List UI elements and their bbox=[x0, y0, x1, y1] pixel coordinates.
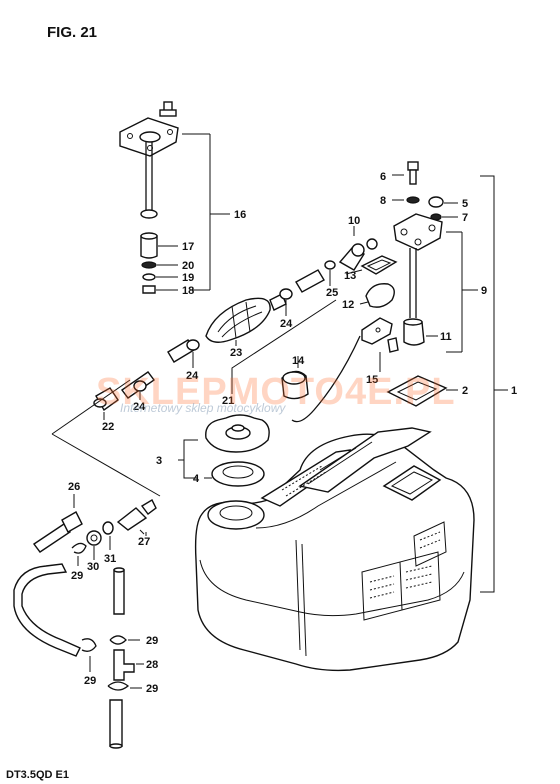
fuel-level-unit bbox=[392, 161, 478, 353]
clip-29-mid bbox=[109, 635, 127, 645]
callout-15: 15 bbox=[366, 374, 378, 386]
strap-wire bbox=[291, 335, 361, 423]
callout-8: 8 bbox=[380, 195, 386, 207]
callout-13: 13 bbox=[344, 270, 356, 282]
o-ring-20 bbox=[141, 261, 157, 269]
hose-clip-24-upper bbox=[279, 288, 293, 300]
hose-fitting-27 bbox=[116, 507, 148, 531]
callout-17: 17 bbox=[182, 241, 194, 253]
bracket-1 bbox=[480, 175, 495, 593]
clip-29-upper bbox=[71, 542, 87, 554]
fuel-joint-cap-12 bbox=[365, 283, 395, 308]
fuel-tank bbox=[194, 427, 475, 672]
callout-20: 20 bbox=[182, 260, 194, 272]
nut-30 bbox=[86, 530, 102, 546]
warning-label bbox=[361, 551, 441, 621]
hose-fitting-26 bbox=[32, 523, 72, 553]
callout-28: 28 bbox=[146, 659, 158, 671]
washer-31 bbox=[102, 521, 114, 535]
callout-27: 27 bbox=[138, 536, 150, 548]
callout-24-lower: 24 bbox=[133, 401, 146, 413]
gasket-13 bbox=[360, 255, 398, 275]
primer-bulb bbox=[205, 297, 271, 343]
callout-1: 1 bbox=[511, 385, 517, 397]
callout-25: 25 bbox=[326, 287, 338, 299]
callout-18: 18 bbox=[182, 285, 194, 297]
callout-19: 19 bbox=[182, 272, 194, 284]
callout-16: 16 bbox=[234, 209, 246, 221]
callout-21: 21 bbox=[222, 395, 234, 407]
callout-24-upper: 24 bbox=[280, 318, 293, 330]
callout-14: 14 bbox=[292, 355, 305, 367]
cap-gasket-4 bbox=[211, 461, 265, 487]
callout-5: 5 bbox=[462, 198, 468, 210]
callout-29-lower: 29 bbox=[146, 683, 158, 695]
washer-8 bbox=[406, 196, 420, 204]
callout-30: 30 bbox=[87, 561, 99, 573]
callout-2: 2 bbox=[462, 385, 468, 397]
gauge-top-bolt-head bbox=[159, 109, 177, 117]
figure-title: FIG. 21 bbox=[47, 24, 97, 41]
breather-hose bbox=[13, 563, 81, 657]
clip-29-hose bbox=[81, 638, 97, 652]
breather-tube-upper bbox=[113, 569, 125, 615]
callout-9: 9 bbox=[481, 285, 487, 297]
callout-10: 10 bbox=[348, 215, 360, 227]
top-decal bbox=[413, 521, 447, 567]
washer-19 bbox=[142, 273, 156, 281]
gasket-2 bbox=[386, 375, 448, 407]
screw-6 bbox=[407, 161, 419, 171]
nut-18 bbox=[142, 285, 156, 294]
callout-23: 23 bbox=[230, 347, 242, 359]
model-code: DT3.5QD E1 bbox=[6, 769, 69, 781]
gasket-2-group bbox=[386, 375, 458, 407]
hose-clip-24-mid bbox=[186, 339, 200, 351]
callout-26: 26 bbox=[68, 481, 80, 493]
callout-12: 12 bbox=[342, 299, 354, 311]
fuel-hose-assembly bbox=[93, 260, 336, 420]
breather-hose-group bbox=[13, 563, 144, 749]
float-11 bbox=[403, 321, 425, 346]
clip-15 bbox=[361, 317, 393, 345]
filler-neck bbox=[207, 500, 265, 530]
callout-29-mid: 29 bbox=[146, 635, 158, 647]
screw-5 bbox=[428, 196, 444, 208]
callout-4: 4 bbox=[193, 473, 200, 485]
callout-29-hose: 29 bbox=[84, 675, 96, 687]
breather-tube-lower bbox=[109, 699, 123, 747]
callout-6: 6 bbox=[380, 171, 386, 183]
sender-port bbox=[382, 465, 442, 501]
callout-22: 22 bbox=[102, 421, 114, 433]
watermark-brand: SKLEPMOTO4E.PL bbox=[96, 371, 456, 413]
hose-clip-24-lower bbox=[133, 380, 147, 392]
callout-31: 31 bbox=[104, 553, 116, 565]
watermark-tagline: Internetowy sklep motocyklowy bbox=[120, 401, 286, 415]
fuel-filter-element bbox=[140, 235, 158, 259]
fuel-gauge-assembly bbox=[119, 101, 230, 294]
tank-cap-group bbox=[178, 414, 270, 487]
callout-11: 11 bbox=[440, 331, 452, 343]
callout-3: 3 bbox=[156, 455, 162, 467]
callout-24-mid: 24 bbox=[186, 370, 199, 382]
callout-29-upper: 29 bbox=[71, 570, 83, 582]
gauge-block bbox=[393, 213, 443, 251]
t-joint-28 bbox=[113, 649, 135, 681]
clip-29-lower bbox=[107, 681, 130, 691]
callout-7: 7 bbox=[462, 212, 468, 224]
fuel-joint-group bbox=[281, 226, 399, 423]
hose-connector-set bbox=[32, 494, 157, 566]
